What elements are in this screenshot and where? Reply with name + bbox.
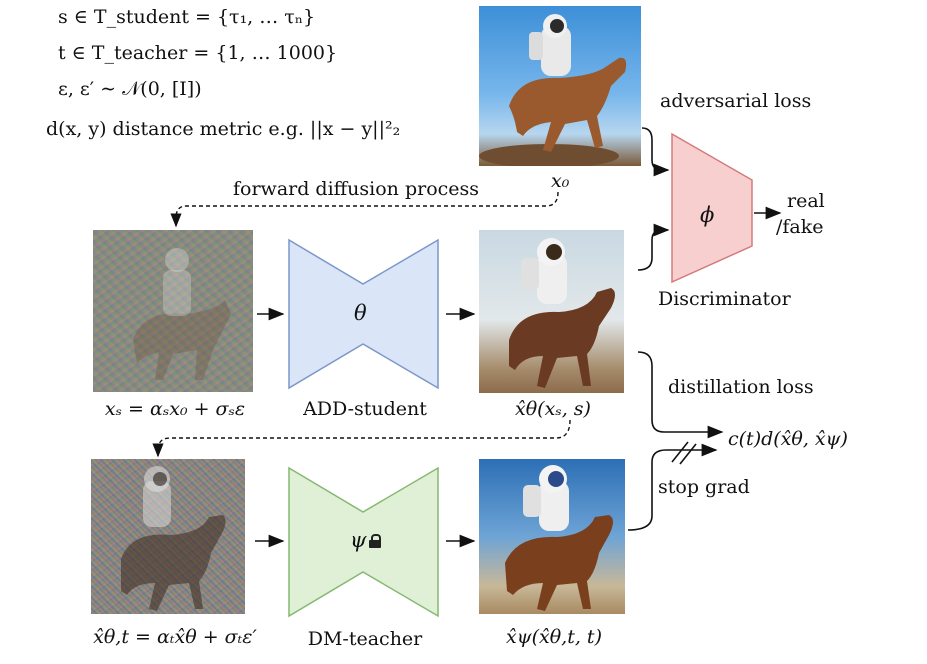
teacher-symbol-text: ψ <box>350 528 366 552</box>
teacher-name: DM-teacher <box>280 628 450 650</box>
stop-grad-slash-2 <box>680 444 696 464</box>
arrow-forward-diffusion <box>176 192 558 226</box>
real-label: real <box>787 190 825 212</box>
arrow-x0-to-discriminator <box>642 128 668 170</box>
distillation-loss-formula: c(t)d(x̂θ, x̂ψ) <box>728 428 848 450</box>
teacher-symbol: ψ <box>350 528 381 552</box>
stop-grad-slash-1 <box>672 442 688 462</box>
discriminator-symbol: ϕ <box>700 203 714 227</box>
arrow-student-to-discriminator <box>638 230 668 270</box>
stop-grad-label: stop grad <box>658 476 750 498</box>
arrow-student-noising <box>158 420 570 456</box>
student-symbol: θ <box>354 301 367 325</box>
distillation-loss-label: distillation loss <box>668 376 814 398</box>
adversarial-loss-label: adversarial loss <box>660 90 811 112</box>
fake-label: /fake <box>776 216 824 238</box>
lock-icon <box>369 534 381 548</box>
student-name: ADD-student <box>280 398 450 420</box>
discriminator-label: Discriminator <box>658 288 791 310</box>
